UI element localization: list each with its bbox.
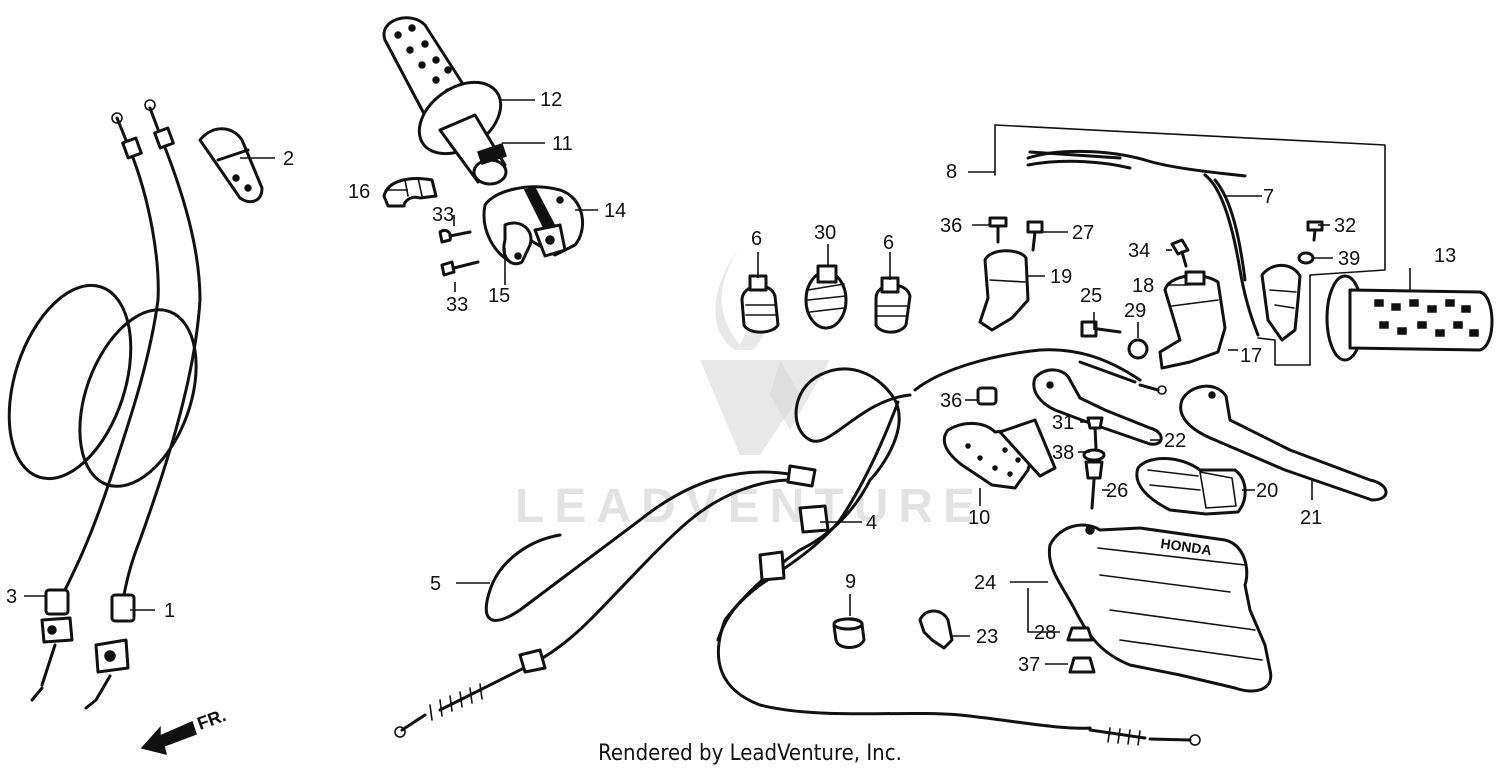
callout-22: 22: [1164, 430, 1186, 452]
part-6-clamp-right: [874, 276, 912, 334]
part-8-group-outline: [994, 124, 1386, 366]
callout-15: 15: [488, 285, 510, 307]
callout-3: 3: [6, 586, 17, 608]
callout-26: 26: [1106, 480, 1128, 502]
part-21-brake-lever: [1179, 384, 1388, 502]
callout-6a: 6: [751, 228, 762, 250]
part-14-throttle-housing: [482, 185, 584, 266]
callout-33b: 33: [446, 294, 468, 316]
part-18-lever-bracket: [1158, 270, 1227, 370]
callout-36a: 36: [940, 215, 962, 237]
leader-lines: [24, 99, 1411, 665]
part-20-boot: [1135, 457, 1247, 516]
callout-23: 23: [976, 626, 998, 648]
part-33-screws: [438, 228, 480, 277]
part-22-clutch-lever: [1032, 368, 1163, 446]
callout-11: 11: [552, 133, 573, 155]
part-30-hose-clamp: [804, 264, 848, 330]
callout-13: 13: [1434, 245, 1456, 267]
callout-labels: 1 2 3 4 5 6 6 7 8 9 10 11 12 13 14 15 16…: [6, 89, 1456, 676]
part-2-cable-cover: [198, 127, 264, 204]
part-31-38-26-bolt-stack: [1082, 416, 1106, 510]
callout-6b: 6: [883, 232, 894, 254]
callout-29: 29: [1124, 300, 1146, 322]
callout-25: 25: [1080, 285, 1102, 307]
part-6-clamp-left: [740, 274, 780, 334]
part-37-nut: [1068, 656, 1096, 674]
part-34-bolt: [1170, 238, 1190, 268]
callout-30: 30: [814, 222, 836, 244]
footer-credit: Rendered by LeadVenture, Inc.: [598, 741, 902, 766]
callout-19: 19: [1050, 266, 1072, 288]
callout-38: 38: [1052, 442, 1074, 464]
svg-text:HONDA: HONDA: [1160, 535, 1213, 558]
callout-7: 7: [1263, 186, 1274, 208]
callout-18: 18: [1132, 275, 1154, 297]
callout-27: 27: [1072, 222, 1094, 244]
callout-34: 34: [1128, 240, 1150, 262]
throttle-cables: [7, 99, 202, 710]
callout-5: 5: [430, 573, 441, 595]
callout-20: 20: [1256, 480, 1278, 502]
part-29-nut: [1127, 338, 1149, 360]
part-9-bushing: [832, 617, 866, 649]
callout-12: 12: [540, 89, 562, 111]
callout-39: 39: [1338, 248, 1360, 270]
part-7-clutch-cable-sub: [1026, 149, 1302, 342]
callout-9: 9: [845, 571, 856, 593]
part-25-bolt: [1080, 320, 1122, 338]
callout-10: 10: [968, 507, 990, 529]
part-36-nut: [976, 386, 998, 406]
callout-28: 28: [1034, 622, 1056, 644]
callout-14: 14: [604, 200, 626, 222]
callout-31: 31: [1052, 412, 1074, 434]
part-19-holder: [978, 249, 1030, 332]
callout-17: 17: [1240, 345, 1262, 367]
part-23-clip: [918, 609, 954, 650]
callout-2: 2: [283, 148, 294, 170]
callout-33a: 33: [432, 204, 454, 226]
part-32-screw: [1306, 220, 1324, 242]
part-4-clutch-cable: [716, 348, 1201, 746]
part-39-washer: [1297, 251, 1315, 265]
callout-16: 16: [348, 181, 370, 203]
callout-21: 21: [1300, 507, 1322, 529]
callout-32: 32: [1334, 215, 1356, 237]
callout-1: 1: [164, 600, 175, 622]
svg-text:FR.: FR.: [195, 705, 229, 734]
part-13-right-grip: [1325, 274, 1494, 362]
callout-36b: 36: [940, 390, 962, 412]
part-36-bolt: [988, 216, 1008, 244]
callout-4: 4: [866, 512, 877, 534]
callout-24: 24: [974, 572, 996, 594]
part-16-collar: [382, 177, 438, 208]
callout-37: 37: [1018, 654, 1040, 676]
part-12-left-grip: [382, 16, 508, 186]
part-24-hand-guard: HONDA: [1047, 523, 1273, 693]
part-10-lever-cover: [942, 418, 1057, 490]
callout-8: 8: [946, 161, 957, 183]
part-5-cable: [394, 464, 817, 738]
part-27-bolt: [1026, 220, 1044, 252]
part-28-nut: [1066, 626, 1094, 642]
